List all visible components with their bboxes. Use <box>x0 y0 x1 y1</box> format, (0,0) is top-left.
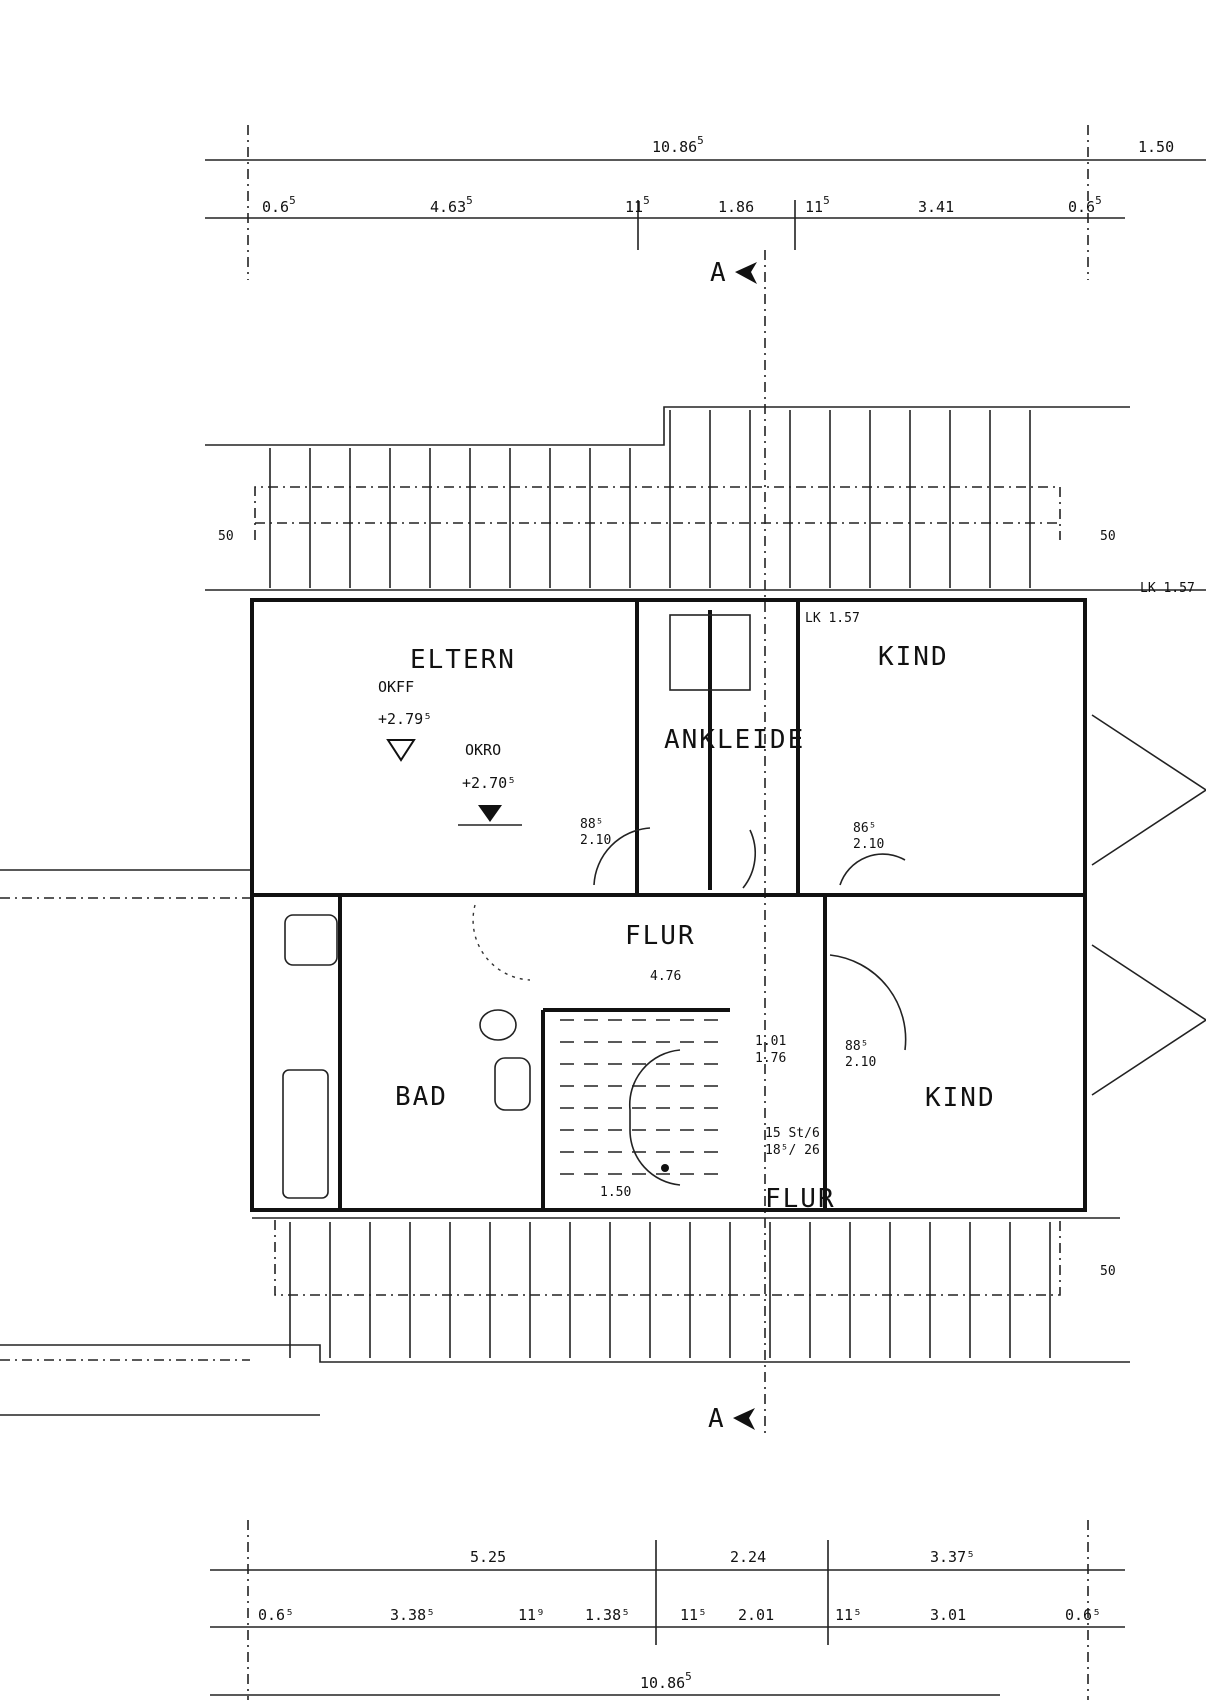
overall-width-bottom: 10.865 <box>640 1670 692 1692</box>
toilet-icon <box>479 1009 517 1041</box>
door-width: 88⁵ <box>580 817 603 832</box>
section-arrow-icon <box>733 1408 755 1430</box>
dormer-outline <box>1091 714 1206 866</box>
door-swing-kind-top[interactable] <box>839 853 906 886</box>
room-label-ankleide: ANKLEIDE <box>664 725 805 755</box>
segment-dimension: 11⁵ <box>835 1606 862 1624</box>
room-label-kind-bottom: KIND <box>925 1083 996 1113</box>
outer-wall <box>250 598 1087 1212</box>
roof-overhang-top: 50 50 LK 1.57 <box>205 406 1206 596</box>
overhang-right-label: 50 <box>1100 529 1116 544</box>
okff-label: OKFF <box>378 678 414 696</box>
okro-value: +2.70⁵ <box>462 774 516 792</box>
overhang-width: 1.50 <box>1138 138 1174 156</box>
door-swing-kind-bottom[interactable] <box>829 954 907 1051</box>
flur-dim: 1.76 <box>755 1051 786 1066</box>
section-arrow-icon <box>735 262 757 284</box>
okro-label: OKRO <box>465 741 501 759</box>
flur-dim: 1.01 <box>755 1034 786 1049</box>
segment-dimension: 5.25 <box>470 1548 506 1566</box>
stair-info: 15 St/6 <box>765 1126 820 1141</box>
segment-dimension: 3.41 <box>918 198 954 216</box>
segment-dimension: 0.65 <box>262 194 296 216</box>
segment-dimension: 0.6⁵ <box>258 1606 294 1624</box>
roof-dashed-outline <box>274 1220 1061 1296</box>
door-swing-eltern[interactable] <box>593 827 651 886</box>
segment-dimension: 11⁹ <box>518 1606 545 1624</box>
segment-dimension: 2.24 <box>730 1548 766 1566</box>
room-label-flur-top: FLUR <box>625 921 696 951</box>
stair-curve <box>628 1049 681 1186</box>
svg-text:A: A <box>708 1404 726 1434</box>
roof-dashed-outline <box>254 486 1061 540</box>
stair-info: 18⁵/ 26 <box>765 1143 820 1158</box>
overhang-left-label: 50 <box>218 529 234 544</box>
overall-width: 10.865 <box>652 134 704 156</box>
svg-text:A: A <box>710 258 728 288</box>
segment-dimension: 3.38⁵ <box>390 1606 435 1624</box>
stair-start-dot <box>661 1164 669 1172</box>
roof-edge <box>205 406 1130 446</box>
door-height: 2.10 <box>580 833 611 848</box>
top-dimension-chain: 10.865 1.50 0.65 4.635 115 1.86 115 3.41 0.65 <box>205 125 1206 280</box>
bottom-dimension-chain: 5.25 2.24 3.37⁵ 0.6⁵ 3.38⁵ 11⁹ 1.38⁵ 11⁵ 2.01 11… <box>210 1520 1125 1700</box>
segment-dimension: 2.01 <box>738 1606 774 1624</box>
segment-dimension: 4.635 <box>430 194 473 216</box>
roof-edge <box>0 1344 1130 1363</box>
okff-value: +2.79⁵ <box>378 710 432 728</box>
door-width: 88⁵ <box>845 1039 868 1054</box>
segment-dimension: 1.86 <box>718 198 754 216</box>
segment-dimension: 0.6⁵ <box>1065 1606 1101 1624</box>
overhang-bottom-right-label: 50 <box>1100 1264 1116 1279</box>
segment-dimension: 3.37⁵ <box>930 1548 975 1566</box>
adjacent-roof-left <box>0 869 250 899</box>
section-marker-top: A <box>710 258 757 288</box>
room-label-eltern: ELTERN <box>410 645 516 675</box>
segment-dimension: 115 <box>625 194 650 216</box>
bathtub-icon <box>282 1069 329 1199</box>
section-marker-bottom: A <box>708 1404 755 1434</box>
door-swing-ankleide[interactable] <box>742 829 757 889</box>
staircase <box>560 1019 720 1186</box>
roof-overhang-bottom: 50 <box>0 1217 1130 1416</box>
closet-rack <box>669 614 751 691</box>
door-height: 2.10 <box>853 837 884 852</box>
door-height: 2.10 <box>845 1055 876 1070</box>
door-width: 86⁵ <box>853 821 876 836</box>
flur-width: 4.76 <box>650 969 681 984</box>
segment-dimension: 1.38⁵ <box>585 1606 630 1624</box>
shower-icon <box>284 914 338 966</box>
washbasin-icon <box>494 1057 531 1111</box>
segment-dimension: 11⁵ <box>680 1606 707 1624</box>
lk-label: LK 1.57 <box>805 611 860 626</box>
room-label-flur-bottom: FLUR <box>765 1184 836 1214</box>
segment-dimension: 115 <box>805 194 830 216</box>
segment-dimension: 0.65 <box>1068 194 1102 216</box>
dormer-outline <box>1091 944 1206 1096</box>
level-triangle-icon <box>386 739 416 762</box>
level-filled-triangle-icon <box>478 805 502 822</box>
room-label-bad: BAD <box>395 1082 448 1112</box>
room-label-kind-top: KIND <box>878 642 949 672</box>
door-swing-bad[interactable] <box>472 904 531 981</box>
lk-right-label: LK 1.57 <box>1140 581 1195 596</box>
stair-width: 1.50 <box>600 1185 631 1200</box>
segment-dimension: 3.01 <box>930 1606 966 1624</box>
